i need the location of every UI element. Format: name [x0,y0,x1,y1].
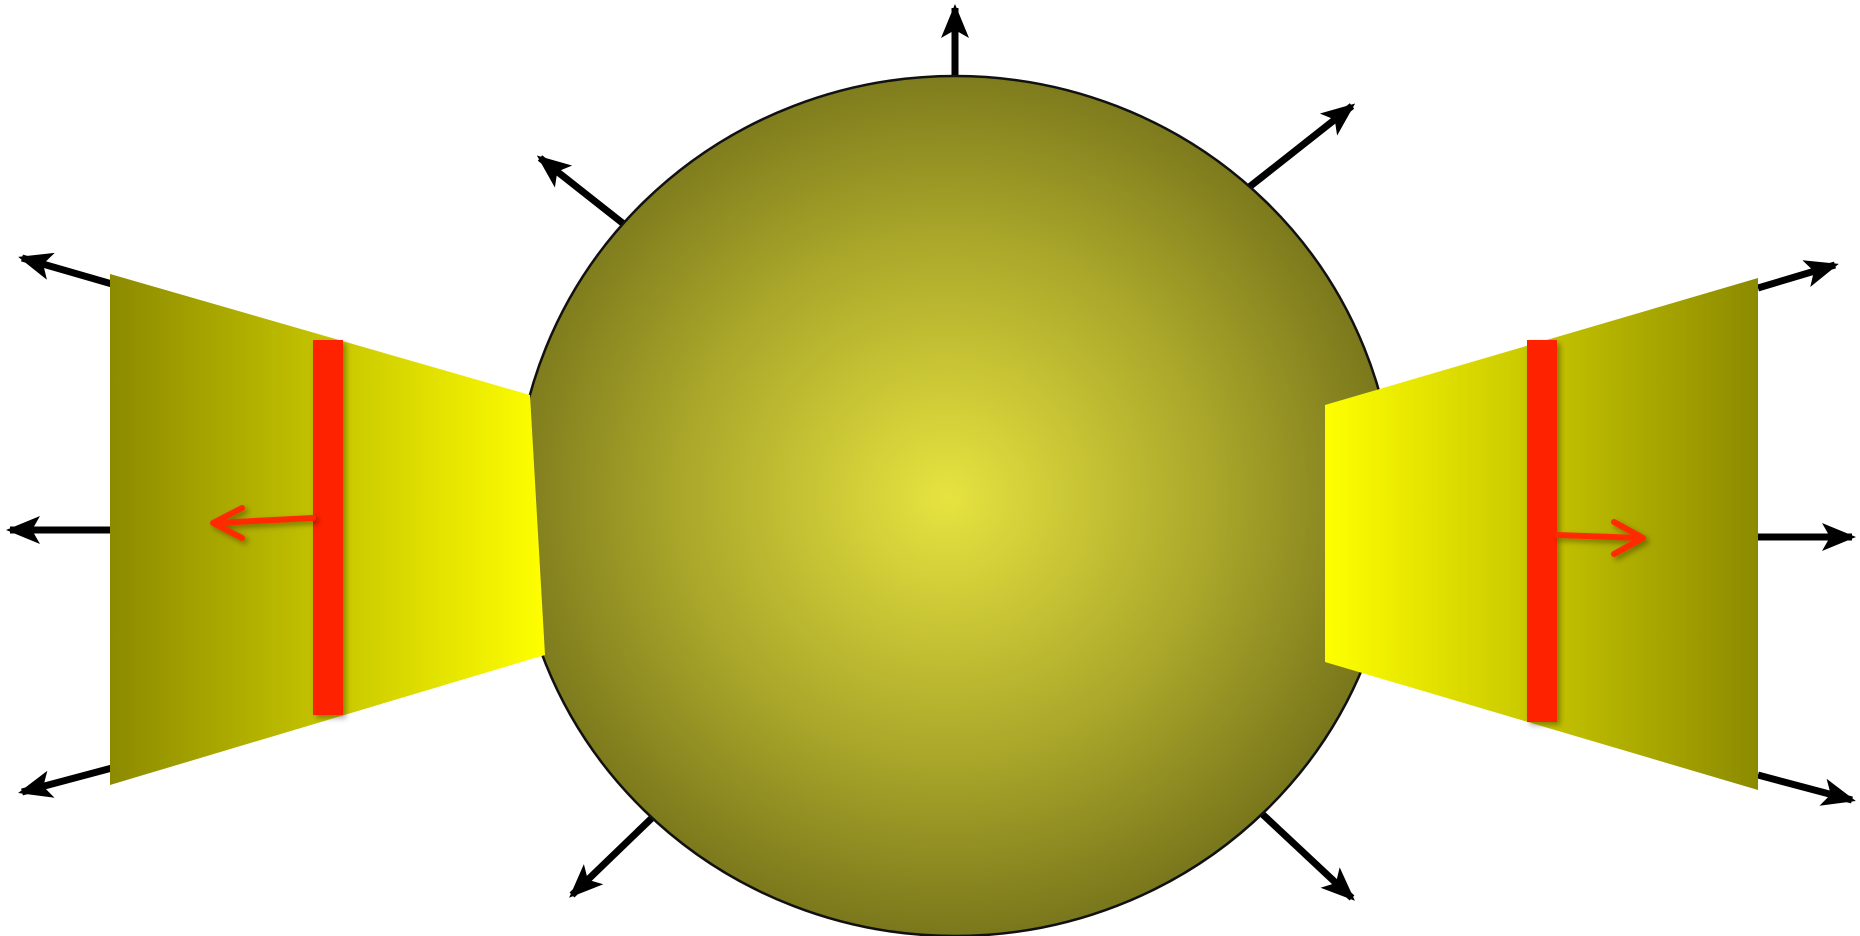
arrow-upper-left [540,158,625,225]
arrow-lower-right [1258,810,1352,898]
arrow-left-upper [22,258,112,284]
arrow-upper-right [1248,106,1352,188]
arrow-right-lower [1758,775,1852,800]
right-red-plate [1527,340,1557,722]
left-red-plate [313,340,343,715]
arrow-lower-left [572,815,655,895]
arrow-right-upper [1758,265,1835,288]
central-sphere [515,76,1395,936]
arrow-left-lower [22,768,112,792]
